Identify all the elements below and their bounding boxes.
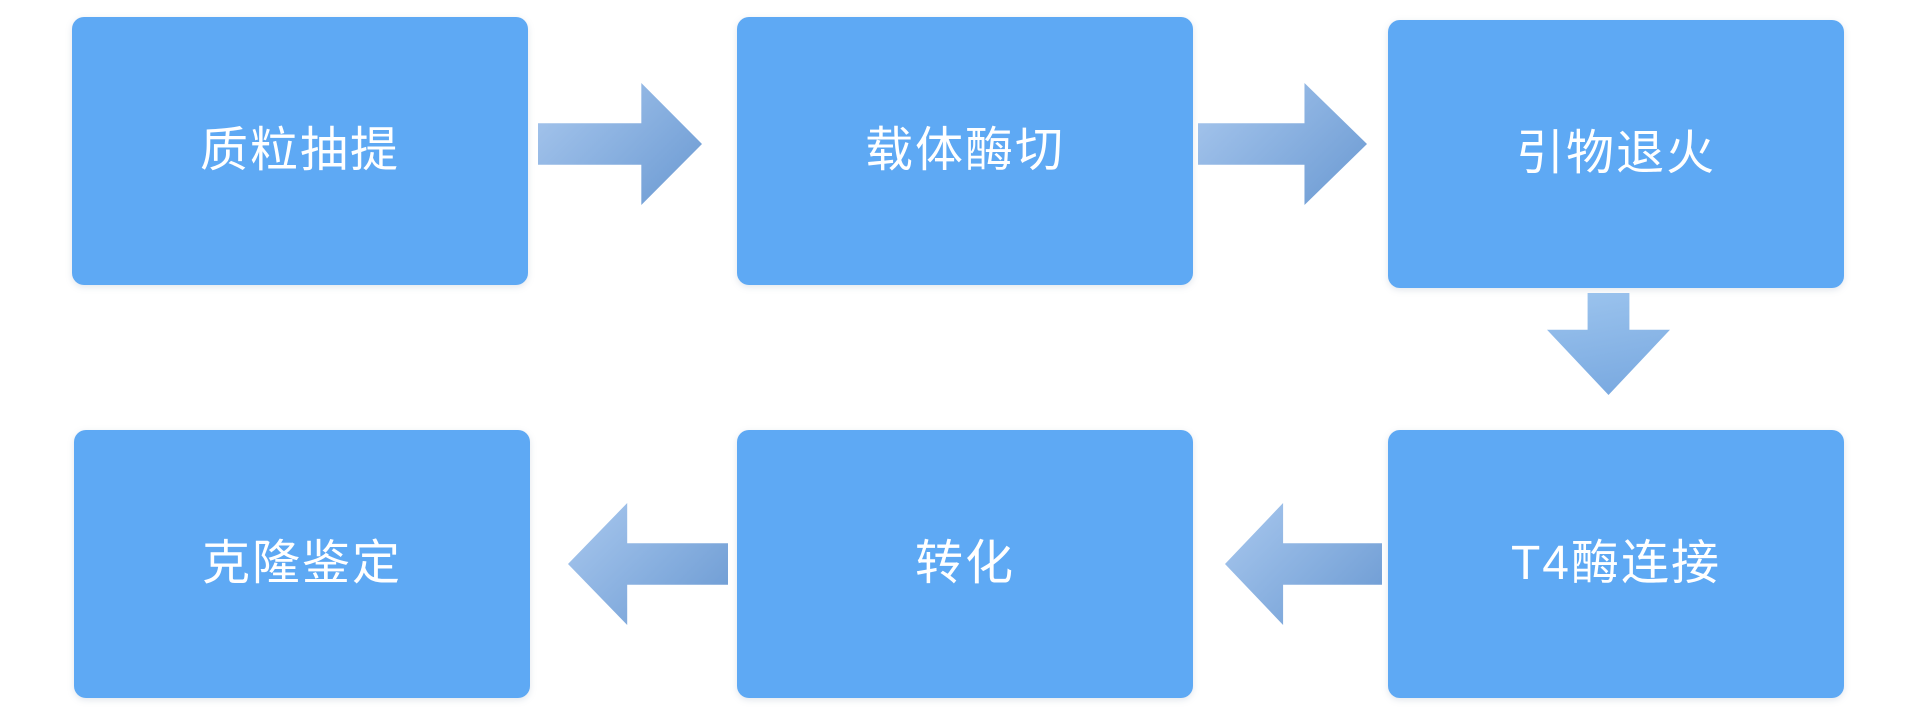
flow-node-label: 质粒抽提	[199, 124, 400, 177]
flow-node-primer-annealing: 引物退火	[1388, 20, 1844, 288]
arrow-left-icon	[1225, 503, 1382, 625]
arrow-right-icon	[1198, 83, 1367, 205]
flow-node-transformation: 转化	[737, 430, 1193, 698]
flow-node-label: 载体酶切	[864, 124, 1065, 177]
flow-node-label: 引物退火	[1515, 127, 1716, 180]
flow-node-vector-digestion: 载体酶切	[737, 17, 1193, 285]
arrow-right-icon	[538, 83, 702, 205]
flow-node-plasmid-extraction: 质粒抽提	[72, 17, 528, 285]
arrow-down-icon	[1547, 293, 1670, 395]
arrow-left-icon	[568, 503, 728, 625]
flow-node-label: 转化	[914, 537, 1015, 590]
flow-node-label: T4酶连接	[1510, 537, 1722, 590]
flow-node-t4-ligation: T4酶连接	[1388, 430, 1844, 698]
flow-node-clone-identification: 克隆鉴定	[74, 430, 530, 698]
flow-node-label: 克隆鉴定	[201, 537, 402, 590]
